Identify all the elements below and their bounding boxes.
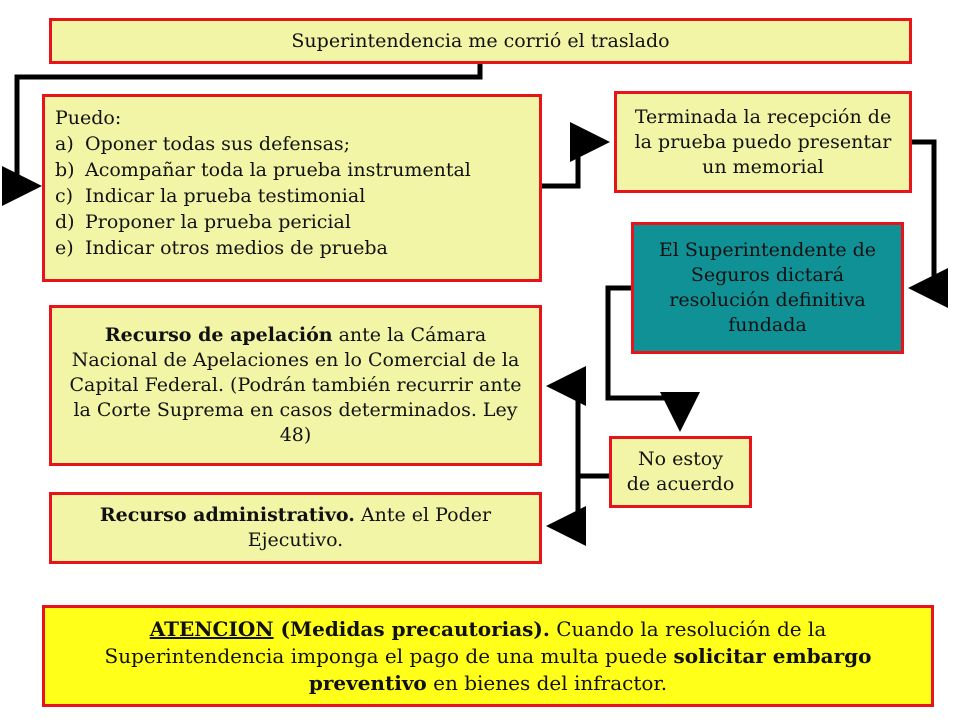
connector-terminada-to-resolucion xyxy=(908,139,948,308)
connector-traslado-to-puedo xyxy=(2,64,483,206)
atencion-bold: solicitar embargo preventivo xyxy=(308,643,872,695)
apelacion-bold: Recurso de apelación xyxy=(104,324,333,346)
atencion-text1: Cuando la resolución de la Superintenden… xyxy=(104,616,827,668)
connector-to-administrativo xyxy=(546,476,586,546)
box-terminada: Terminada la recepción de la prueba pued… xyxy=(614,91,912,193)
list-item: e)Indicar otros medios de prueba xyxy=(55,237,388,259)
administrativo-rest: Ante el Poder Ejecutivo. xyxy=(247,504,492,551)
box-apelacion: Recurso de apelación ante la Cámara Naci… xyxy=(49,305,542,466)
atencion-subtitle: (Medidas precautorias). xyxy=(273,616,550,641)
box-terminada-text: Terminada la recepción de la prueba pued… xyxy=(634,105,892,178)
no-acuerdo-line2: de acuerdo xyxy=(626,473,735,495)
box-administrativo-text: Recurso administrativo. Ante el Poder Ej… xyxy=(62,503,529,553)
administrativo-bold: Recurso administrativo. xyxy=(99,504,355,526)
puedo-heading: Puedo: xyxy=(55,107,122,129)
atencion-text2: en bienes del infractor. xyxy=(426,670,668,695)
puedo-list: a)Oponer todas sus defensas; b)Acompañar… xyxy=(55,131,529,261)
connector-resolucion-to-no-acuerdo xyxy=(605,285,700,432)
apelacion-rest: ante la Cámara Nacional de Apelaciones e… xyxy=(69,324,522,446)
box-puedo: Puedo: a)Oponer todas sus defensas; b)Ac… xyxy=(42,94,542,282)
list-item: a)Oponer todas sus defensas; xyxy=(55,133,351,155)
box-administrativo: Recurso administrativo. Ante el Poder Ej… xyxy=(49,492,542,564)
list-item: b)Acompañar toda la prueba instrumental xyxy=(55,159,471,181)
box-apelacion-text: Recurso de apelación ante la Cámara Naci… xyxy=(60,323,531,448)
connector-to-apelacion xyxy=(546,366,586,476)
box-resolucion-definitiva: El Superintendente de Seguros dictará re… xyxy=(631,222,904,354)
atencion-title: ATENCION xyxy=(149,616,274,641)
box-no-acuerdo: No estoy de acuerdo xyxy=(609,436,752,508)
connector-puedo-to-terminada xyxy=(542,122,610,189)
list-item: d)Proponer la prueba pericial xyxy=(55,211,351,233)
box-traslado-text: Superintendencia me corrió el traslado xyxy=(291,29,670,52)
box-resolucion-text: El Superintendente de Seguros dictará re… xyxy=(658,239,877,336)
box-atencion-text: ATENCION (Medidas precautorias). Cuando … xyxy=(59,616,917,697)
box-traslado: Superintendencia me corrió el traslado xyxy=(49,18,912,64)
no-acuerdo-line1: No estoy xyxy=(638,448,723,470)
box-atencion: ATENCION (Medidas precautorias). Cuando … xyxy=(42,605,934,707)
list-item: c)Indicar la prueba testimonial xyxy=(55,185,366,207)
